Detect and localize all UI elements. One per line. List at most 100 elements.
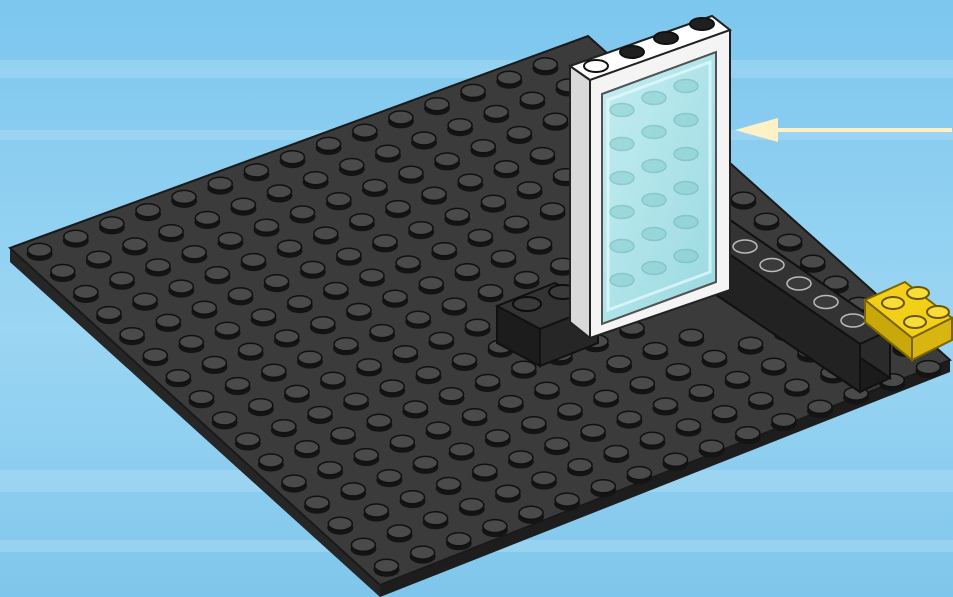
brick-stud (787, 277, 811, 290)
stud (87, 251, 111, 264)
stud (262, 364, 286, 377)
stud (340, 159, 364, 172)
stud (528, 237, 552, 250)
stud (497, 71, 521, 84)
brick-stud (814, 296, 838, 309)
stud (208, 177, 232, 190)
stud (604, 446, 628, 459)
stud (479, 285, 503, 298)
stud (429, 332, 453, 345)
stud (344, 393, 368, 406)
stud (808, 400, 832, 413)
stud (617, 411, 641, 424)
stud (388, 525, 412, 538)
stud (169, 280, 193, 293)
stud (403, 401, 427, 414)
stud (533, 58, 557, 71)
stud (473, 464, 497, 477)
stud (492, 251, 516, 264)
stud (509, 451, 533, 464)
stud (468, 230, 492, 243)
stud (762, 358, 786, 371)
stud (703, 350, 727, 363)
stud (268, 185, 292, 198)
stud (195, 212, 219, 225)
stud (74, 286, 98, 299)
stud (383, 290, 407, 303)
stud (190, 391, 214, 404)
glass-stud-reflection (674, 250, 698, 263)
stud (377, 470, 401, 483)
stud (653, 398, 677, 411)
stud (275, 330, 299, 343)
stud (136, 204, 160, 217)
glass-stud-reflection (610, 138, 634, 151)
stud (778, 234, 802, 247)
stud (512, 361, 536, 374)
stud (558, 403, 582, 416)
stud (785, 379, 809, 392)
stud (505, 216, 529, 229)
brick-stud (841, 314, 865, 327)
stud (664, 453, 688, 466)
stud (291, 206, 315, 219)
stud (51, 265, 75, 278)
stud (317, 137, 341, 150)
stud (627, 467, 651, 480)
stud (772, 414, 796, 427)
stud (531, 148, 555, 161)
stud (481, 195, 505, 208)
stud (416, 367, 440, 380)
stud (463, 409, 487, 422)
stud (120, 328, 144, 341)
stud (295, 441, 319, 454)
stud (328, 517, 352, 530)
stud (520, 92, 544, 105)
stud (376, 145, 400, 158)
stud (419, 277, 443, 290)
stud (304, 172, 328, 185)
stud (515, 272, 539, 285)
stud (535, 382, 559, 395)
glass-stud-reflection (674, 148, 698, 161)
window-frame-1x4x6 (570, 16, 730, 338)
stud (483, 520, 507, 533)
stud (466, 319, 490, 332)
stud (301, 261, 325, 274)
stud (231, 198, 255, 211)
stud (364, 504, 388, 517)
stud (203, 357, 227, 370)
stud (541, 203, 565, 216)
stud (305, 496, 329, 509)
stud (318, 462, 342, 475)
stud (422, 187, 446, 200)
stud (156, 314, 180, 327)
stud (327, 193, 351, 206)
stud (236, 433, 260, 446)
stud (455, 264, 479, 277)
stud (205, 267, 229, 280)
stud (353, 124, 377, 137)
stud (334, 338, 358, 351)
stud (411, 546, 435, 559)
stud (555, 493, 579, 506)
stud (432, 243, 456, 256)
stud (166, 370, 190, 383)
stud (476, 375, 500, 388)
stud (801, 255, 825, 268)
stud (494, 161, 518, 174)
glass-stud-reflection (642, 262, 666, 275)
glass-stud-reflection (674, 114, 698, 127)
stud (389, 111, 413, 124)
stud (351, 538, 375, 551)
stud (347, 304, 371, 317)
stud (461, 84, 485, 97)
stud (159, 225, 183, 238)
stud (192, 301, 216, 314)
stud (544, 113, 568, 126)
stud (357, 359, 381, 372)
stud (581, 425, 605, 438)
stud (700, 440, 724, 453)
stud (367, 414, 391, 427)
